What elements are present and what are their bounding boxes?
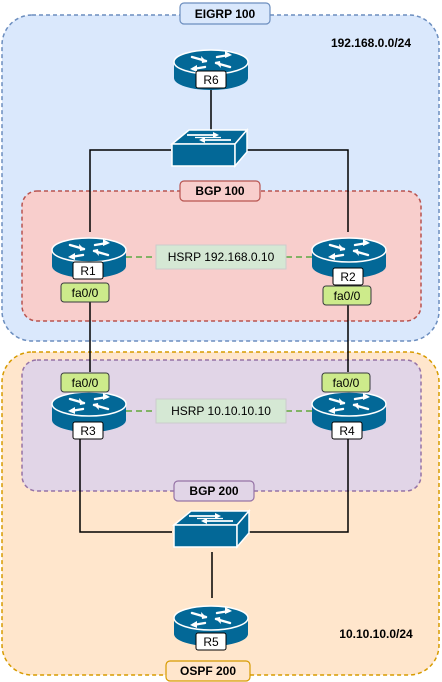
switch-top-icon	[171, 129, 248, 167]
link-r3-switch-bottom	[79, 430, 172, 533]
link-switch-top-r2	[244, 149, 349, 232]
link-r4-switch-bottom	[248, 432, 349, 533]
router-r3-label: R3	[80, 424, 96, 438]
ospf-subnet-label: 10.10.10.0/24	[339, 627, 413, 641]
hsrp-links	[126, 256, 312, 412]
zone-labels: EIGRP 100 BGP 100 BGP 200 OSPF 200 192.1…	[165, 2, 413, 682]
link-switch-top-r1	[89, 149, 171, 232]
links	[79, 88, 349, 598]
router-r6-label: R6	[203, 73, 219, 87]
hsrp-bottom-label: HSRP 10.10.10.10	[171, 404, 271, 418]
router-r1-label: R1	[80, 264, 96, 278]
bgp100-label: BGP 100	[195, 184, 244, 198]
switch-bottom-icon	[173, 510, 250, 548]
hsrp-boxes: HSRP 192.168.0.10 HSRP 10.10.10.10	[155, 244, 287, 424]
eigrp-label: EIGRP 100	[195, 7, 256, 21]
router-r4-label: R4	[339, 424, 355, 438]
router-r5-label: R5	[203, 635, 219, 649]
hsrp-top-label: HSRP 192.168.0.10	[168, 250, 275, 264]
eigrp-subnet-label: 192.168.0.0/24	[331, 36, 411, 50]
router-r2-label: R2	[340, 270, 356, 284]
bgp200-label: BGP 200	[189, 484, 238, 498]
interface-tags: fa0/0 fa0/0 fa0/0 fa0/0	[60, 282, 372, 393]
interface-r4-label: fa0/0	[333, 376, 360, 390]
router-labels: R6 R1 R2 R3 R4 R5	[72, 70, 364, 651]
interface-r1-label: fa0/0	[72, 286, 99, 300]
ospf-label: OSPF 200	[180, 664, 236, 678]
interface-r2-label: fa0/0	[334, 289, 361, 303]
interface-r3-label: fa0/0	[72, 376, 99, 390]
